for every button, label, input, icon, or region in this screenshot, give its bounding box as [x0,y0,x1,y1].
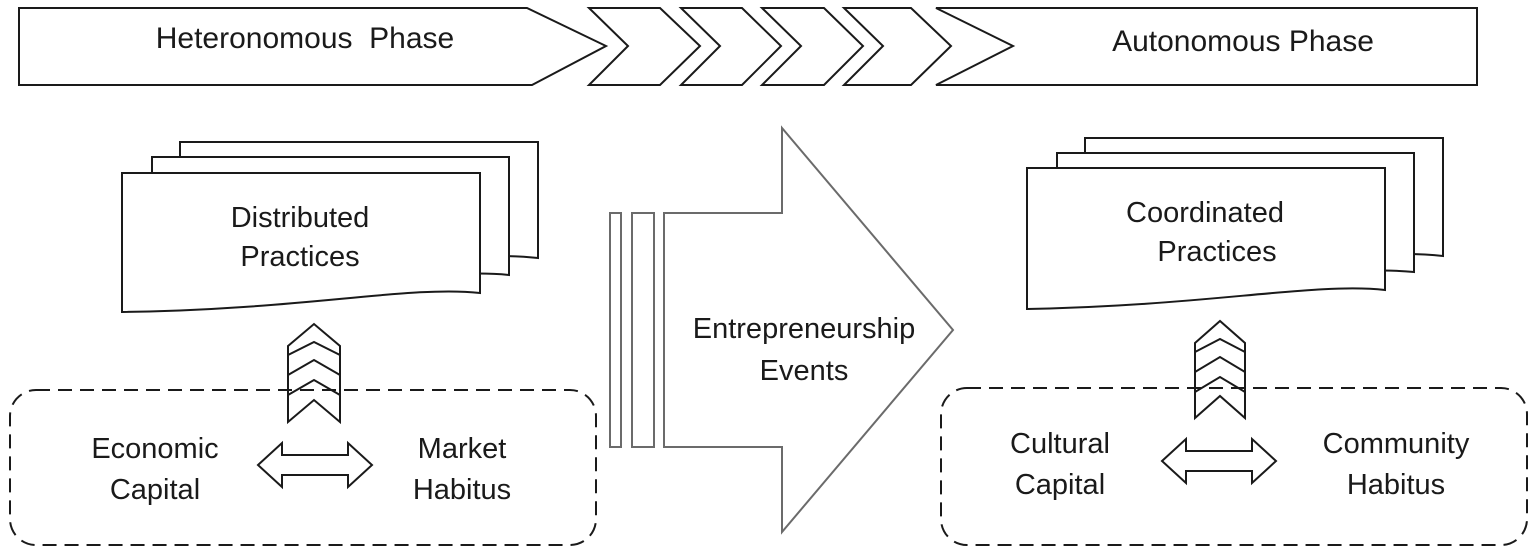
heteronomous-phase-arrow [18,7,609,86]
phase-banner [18,7,1478,86]
left-up-chevrons [287,322,341,425]
heteronomous-phase-label: Heteronomous Phase [156,22,455,55]
chevron-1 [586,7,702,86]
distributed-practices-label-line1: Distributed [231,202,370,234]
autonomous-phase-arrow [935,7,1478,86]
right-capital-group [940,387,1528,546]
double-arrow-icon [256,440,374,490]
chevron-2 [678,7,783,86]
entrepreneurship-events-line1: Entrepreneurship [693,313,915,345]
cultural-capital-line1: Cultural [1010,428,1110,460]
chevron-4 [841,7,953,86]
chevron-3 [759,7,865,86]
coordinated-practices-stack [1026,137,1444,311]
arrow-tail-bar-1 [609,212,622,448]
entrepreneurship-arrow-group [609,125,955,535]
distributed-practices-stack [121,141,539,314]
left-capital-group [9,389,597,546]
document-front [1026,167,1386,311]
chevron-up-icon [1194,319,1246,354]
economic-capital-line1: Economic [91,433,218,465]
market-habitus-line2: Habitus [413,474,511,506]
entrepreneurship-arrow [663,125,955,535]
distributed-practices-label-line2: Practices [240,241,359,273]
entrepreneurship-events-line2: Events [760,355,849,387]
community-habitus-line1: Community [1323,428,1470,460]
economic-capital-line2: Capital [110,474,200,506]
arrow-tail-bar-2 [631,212,655,448]
cultural-capital-line2: Capital [1015,469,1105,501]
chevron-up-icon [287,322,341,357]
coordinated-practices-label-line1: Coordinated [1126,197,1284,229]
document-front [121,172,481,314]
market-habitus-line1: Market [418,433,507,465]
autonomous-phase-label: Autonomous Phase [1112,25,1374,58]
coordinated-practices-label-line2: Practices [1157,236,1276,268]
double-arrow-icon [1160,436,1278,486]
right-up-chevrons [1194,319,1246,421]
community-habitus-line2: Habitus [1347,469,1445,501]
